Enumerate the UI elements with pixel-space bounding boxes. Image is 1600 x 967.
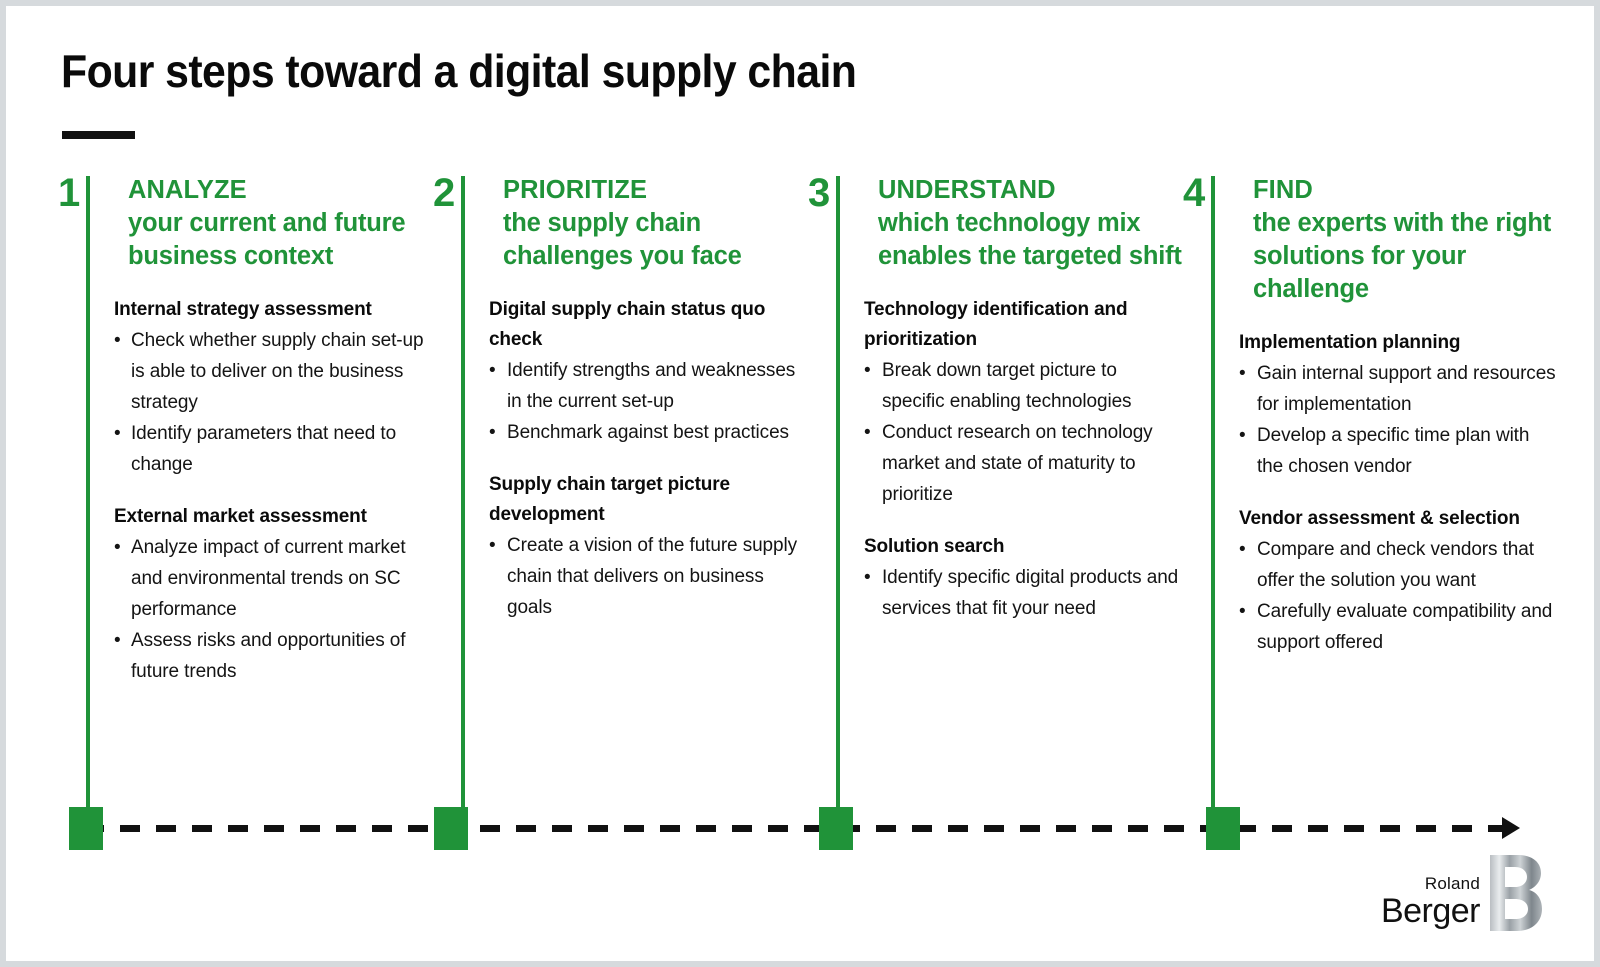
section-title: Implementation planning: [1239, 332, 1461, 353]
step-title-2: PRIORITIZE the supply chain challenges y…: [489, 174, 808, 273]
step-title-caps-2: PRIORITIZE: [503, 176, 648, 204]
timeline-node-1: [69, 807, 103, 850]
section-bullet-list: Create a vision of the future supply cha…: [489, 530, 808, 623]
list-item: Carefully evaluate compatibility and sup…: [1239, 596, 1558, 658]
step-section: Vendor assessment & selection Compare an…: [1239, 504, 1558, 658]
step-section: Implementation planning Gain internal su…: [1239, 328, 1558, 482]
timeline-dashed-line: [84, 825, 1516, 832]
step-number-1: 1: [58, 171, 80, 215]
section-title: Solution search: [864, 536, 1005, 557]
section-title: Internal strategy assessment: [114, 299, 372, 320]
step-vertical-rule-1: [86, 176, 90, 820]
step-section: Solution search Identify specific digita…: [864, 532, 1183, 624]
list-item: Conduct research on technology market an…: [864, 417, 1183, 510]
step-header-1: 1 ANALYZE your current and future busine…: [58, 171, 433, 273]
logo-b-mark-icon: [1490, 855, 1542, 931]
page-title: Four steps toward a digital supply chain: [61, 45, 857, 97]
list-item: Compare and check vendors that offer the…: [1239, 534, 1558, 596]
step-header-3: 3 UNDERSTAND which technology mix enable…: [808, 171, 1183, 273]
list-item: Identify specific digital products and s…: [864, 562, 1183, 624]
step-title-rest-3: which technology mix enables the targete…: [878, 209, 1182, 270]
step-title-rest-4: the experts with the right solutions for…: [1253, 209, 1551, 303]
step-number-4: 4: [1183, 171, 1205, 215]
section-bullet-list: Identify specific digital products and s…: [864, 562, 1183, 624]
section-title: Digital supply chain status quo check: [489, 299, 766, 350]
section-title: External market assessment: [114, 506, 367, 527]
step-column-3: 3 UNDERSTAND which technology mix enable…: [808, 171, 1183, 834]
step-title-rest-1: your current and future business context: [128, 209, 406, 270]
roland-berger-logo: Roland Berger: [1381, 855, 1542, 931]
list-item: Break down target picture to specific en…: [864, 355, 1183, 417]
step-vertical-rule-2: [461, 176, 465, 820]
step-header-2: 2 PRIORITIZE the supply chain challenges…: [433, 171, 808, 273]
steps-container: 1 ANALYZE your current and future busine…: [58, 171, 1558, 834]
section-bullet-list: Break down target picture to specific en…: [864, 355, 1183, 510]
step-title-caps-4: FIND: [1253, 176, 1313, 204]
logo-line-berger: Berger: [1380, 892, 1481, 930]
list-item: Identify parameters that need to change: [114, 418, 433, 480]
list-item: Assess risks and opportunities of future…: [114, 625, 433, 687]
step-number-3: 3: [808, 171, 830, 215]
step-body-3: Technology identification and prioritiza…: [850, 295, 1183, 624]
section-title: Vendor assessment & selection: [1239, 508, 1520, 529]
logo-line-roland: Roland: [1424, 874, 1480, 893]
title-underline-rule: [62, 131, 135, 139]
timeline: [6, 807, 1594, 855]
section-bullet-list: Analyze impact of current market and env…: [114, 532, 433, 687]
step-vertical-rule-4: [1211, 176, 1215, 820]
step-number-2: 2: [433, 171, 455, 215]
section-bullet-list: Gain internal support and resources for …: [1239, 358, 1558, 482]
section-bullet-list: Identify strengths and weaknesses in the…: [489, 355, 808, 448]
step-title-1: ANALYZE your current and future business…: [114, 174, 433, 273]
logo-wordmark: Roland Berger: [1381, 875, 1490, 931]
section-bullet-list: Check whether supply chain set-up is abl…: [114, 325, 433, 480]
step-column-4: 4 FIND the experts with the right soluti…: [1183, 171, 1558, 834]
list-item: Create a vision of the future supply cha…: [489, 530, 808, 623]
list-item: Benchmark against best practices: [489, 417, 808, 448]
timeline-node-4: [1206, 807, 1240, 850]
step-title-caps-1: ANALYZE: [128, 176, 247, 204]
section-bullet-list: Compare and check vendors that offer the…: [1239, 534, 1558, 658]
list-item: Check whether supply chain set-up is abl…: [114, 325, 433, 418]
step-body-1: Internal strategy assessment Check wheth…: [100, 295, 433, 687]
timeline-arrow-icon: [1502, 817, 1520, 839]
step-column-2: 2 PRIORITIZE the supply chain challenges…: [433, 171, 808, 834]
step-section: External market assessment Analyze impac…: [114, 502, 433, 687]
step-column-1: 1 ANALYZE your current and future busine…: [58, 171, 433, 834]
step-title-rest-2: the supply chain challenges you face: [503, 209, 742, 270]
step-section: Internal strategy assessment Check wheth…: [114, 295, 433, 480]
step-section: Technology identification and prioritiza…: [864, 295, 1183, 510]
step-title-4: FIND the experts with the right solution…: [1239, 174, 1558, 306]
step-vertical-rule-3: [836, 176, 840, 820]
step-body-4: Implementation planning Gain internal su…: [1225, 328, 1558, 658]
step-header-4: 4 FIND the experts with the right soluti…: [1183, 171, 1558, 306]
timeline-node-3: [819, 807, 853, 850]
step-title-3: UNDERSTAND which technology mix enables …: [864, 174, 1183, 273]
section-title: Technology identification and prioritiza…: [864, 299, 1128, 350]
step-section: Supply chain target picture development …: [489, 470, 808, 623]
list-item: Develop a specific time plan with the ch…: [1239, 420, 1558, 482]
timeline-node-2: [434, 807, 468, 850]
list-item: Gain internal support and resources for …: [1239, 358, 1558, 420]
step-title-caps-3: UNDERSTAND: [878, 176, 1056, 204]
step-body-2: Digital supply chain status quo check Id…: [475, 295, 808, 623]
section-title: Supply chain target picture development: [489, 474, 730, 525]
step-section: Digital supply chain status quo check Id…: [489, 295, 808, 448]
list-item: Identify strengths and weaknesses in the…: [489, 355, 808, 417]
list-item: Analyze impact of current market and env…: [114, 532, 433, 625]
